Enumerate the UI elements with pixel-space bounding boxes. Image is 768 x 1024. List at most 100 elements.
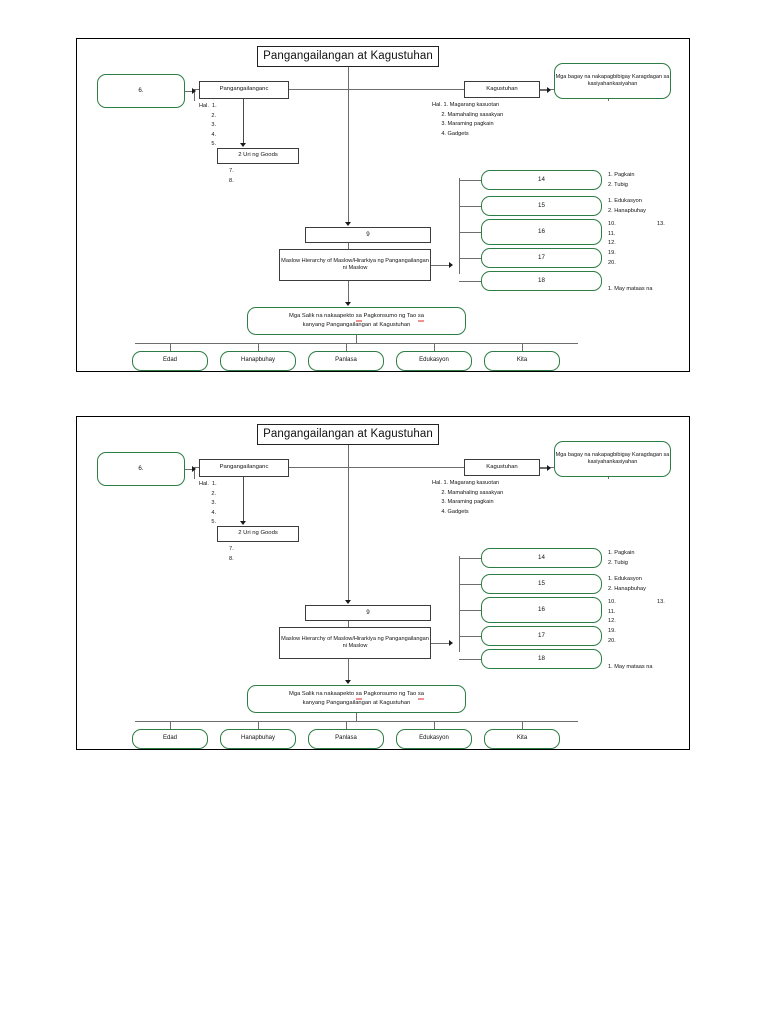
wants-box-label: Kagustuhan: [486, 85, 518, 92]
factor-drop-0: [170, 343, 171, 351]
hierarchy-bracket-spine: [459, 556, 460, 652]
box-nine[interactable]: 9: [305, 605, 431, 621]
maslow-fan-stem: [431, 265, 449, 266]
factors-misspelling-sa-1: sa: [355, 313, 363, 323]
maslow-box[interactable]: Maslow Hierarchy of Maslow/Hirarkiya ng …: [279, 249, 431, 281]
center-trunk-arrow: [345, 600, 351, 604]
hierarchy-notes-15: 1. Edukasyon 2. Hanapbuhay: [608, 198, 646, 214]
hierarchy-box-16[interactable]: 16: [481, 219, 602, 245]
factors-misspelling-sa-2: sa: [417, 691, 425, 701]
wants-examples-list: Hal. 1. Magarang kasuotan 2. Mamahaling …: [432, 480, 504, 515]
diagram-frame-top: Pangangailangan at Kagustuhan 6. Pangangai…: [76, 38, 690, 372]
factor-box-edukasyon[interactable]: Edukasyon: [396, 729, 472, 749]
nine-to-maslow-vline: [348, 243, 349, 249]
hierarchy-notes-15: 1. Edukasyon 2. Hanapbuhay: [608, 576, 646, 592]
factor-box-hanapbuhay-label: Hanapbuhay: [240, 735, 276, 742]
goods-box[interactable]: 2 Uri ng Goods: [217, 526, 299, 542]
maslow-fan-arrow: [449, 640, 453, 646]
factor-box-hanapbuhay[interactable]: Hanapbuhay: [220, 351, 296, 371]
box-nine[interactable]: 9: [305, 227, 431, 243]
hierarchy-box-17[interactable]: 17: [481, 248, 602, 268]
needs-box[interactable]: Pangangailanganc: [199, 81, 289, 99]
green-box-six[interactable]: 6.: [97, 452, 185, 486]
six-to-needs-arrow: [192, 466, 196, 472]
hierarchy-connector-16: [459, 610, 481, 611]
six-to-needs-arrow: [192, 88, 196, 94]
hierarchy-box-14[interactable]: 14: [481, 170, 602, 190]
wants-green-box[interactable]: Mga bagay na nakapagbibigay Karagdagan s…: [554, 441, 671, 477]
needs-to-goods-vline: [243, 477, 244, 522]
maslow-box[interactable]: Maslow Hierarchy of Maslow/Hirarkiya ng …: [279, 627, 431, 659]
hierarchy-box-18[interactable]: 18: [481, 271, 602, 291]
hierarchy-connector-14: [459, 558, 481, 559]
maslow-fan-arrow: [449, 262, 453, 268]
six-to-needs-line: [185, 469, 193, 470]
factor-box-kita[interactable]: Kita: [484, 351, 560, 371]
hierarchy-notes-14: 1. Pagkain 2. Tubig: [608, 550, 635, 566]
green-box-six[interactable]: 6.: [97, 74, 185, 108]
factor-box-edad[interactable]: Edad: [132, 729, 208, 749]
hierarchy-connector-14: [459, 180, 481, 181]
hierarchy-box-16[interactable]: 16: [481, 597, 602, 623]
hierarchy-box-15[interactable]: 15: [481, 574, 602, 594]
wants-box[interactable]: Kagustuhan: [464, 81, 540, 98]
needs-examples-list: Hal. 1. 2. 3. 4. 5.: [199, 481, 217, 526]
title-trunk-vline: [348, 445, 349, 467]
title-box[interactable]: Pangangailangan at Kagustuhan: [257, 424, 439, 445]
needs-to-goods-vline: [243, 99, 244, 144]
needs-box[interactable]: Pangangailanganc: [199, 459, 289, 477]
hierarchy-connector-15: [459, 584, 481, 585]
wants-examples-list: Hal. 1. Magarang kasuotan 2. Mamahaling …: [432, 102, 504, 137]
factors-box[interactable]: Mga Salik na nakaapekto sa Pagkonsumo ng…: [247, 307, 466, 335]
maslow-box-label: Maslow Hierarchy of Maslow/Hirarkiya ng …: [281, 258, 429, 271]
hierarchy-box-14-label: 14: [538, 176, 545, 184]
hierarchy-box-18[interactable]: 18: [481, 649, 602, 669]
wants-box[interactable]: Kagustuhan: [464, 459, 540, 476]
factors-hbar: [135, 343, 578, 344]
factor-box-edad[interactable]: Edad: [132, 351, 208, 371]
hierarchy-connector-17: [459, 258, 481, 259]
factor-drop-1: [258, 343, 259, 351]
diagram-canvas-bottom: Pangangailangan at Kagustuhan 6. Pangangai…: [77, 417, 691, 751]
title-box[interactable]: Pangangailangan at Kagustuhan: [257, 46, 439, 67]
goods-box[interactable]: 2 Uri ng Goods: [217, 148, 299, 164]
green-box-six-label: 6.: [138, 465, 144, 473]
hierarchy-box-17[interactable]: 17: [481, 626, 602, 646]
wants-box-label: Kagustuhan: [486, 463, 518, 470]
goods-blanks-list: 7. 8.: [229, 546, 234, 562]
box-nine-label: 9: [366, 231, 370, 239]
hierarchy-box-14[interactable]: 14: [481, 548, 602, 568]
hierarchy-box-17-label: 17: [538, 632, 545, 640]
hierarchy-box-16-label: 16: [538, 228, 545, 236]
factor-box-kita[interactable]: Kita: [484, 729, 560, 749]
maslow-to-factors-vline: [348, 659, 349, 681]
title-box-label: Pangangailangan at Kagustuhan: [263, 50, 433, 63]
wants-green-box[interactable]: Mga bagay na nakapagbibigay Karagdagan s…: [554, 63, 671, 99]
green-box-six-label: 6.: [138, 87, 144, 95]
factor-box-panlasa[interactable]: Panlasa: [308, 729, 384, 749]
branch-left-drop: [194, 467, 195, 479]
factor-box-hanapbuhay[interactable]: Hanapbuhay: [220, 729, 296, 749]
factor-box-edukasyon[interactable]: Edukasyon: [396, 351, 472, 371]
wants-to-green-arrow: [547, 87, 551, 93]
factors-box-label: Mga Salik na nakaapekto sa Pagkonsumo ng…: [289, 691, 425, 706]
nine-to-maslow-vline: [348, 621, 349, 627]
factors-text-a: Mga Salik na nakaapekto: [289, 691, 356, 698]
hierarchy-notes-alt-16: 13.: [657, 221, 665, 227]
factor-drop-3: [434, 343, 435, 351]
factors-trunk-vline: [356, 335, 357, 343]
factors-box[interactable]: Mga Salik na nakaapekto sa Pagkonsumo ng…: [247, 685, 466, 713]
hierarchy-box-15[interactable]: 15: [481, 196, 602, 216]
factor-box-panlasa[interactable]: Panlasa: [308, 351, 384, 371]
hierarchy-connector-17: [459, 636, 481, 637]
branch-hbar: [194, 89, 608, 90]
hierarchy-connector-15: [459, 206, 481, 207]
factor-box-kita-label: Kita: [516, 357, 528, 364]
hierarchy-notes-17: 19. 20.: [608, 628, 616, 644]
center-trunk-vline: [348, 467, 349, 601]
branch-hbar: [194, 467, 608, 468]
factors-text-a: Mga Salik na nakaapekto: [289, 313, 356, 320]
needs-box-label: Pangangailanganc: [219, 86, 269, 93]
title-trunk-vline: [348, 67, 349, 89]
